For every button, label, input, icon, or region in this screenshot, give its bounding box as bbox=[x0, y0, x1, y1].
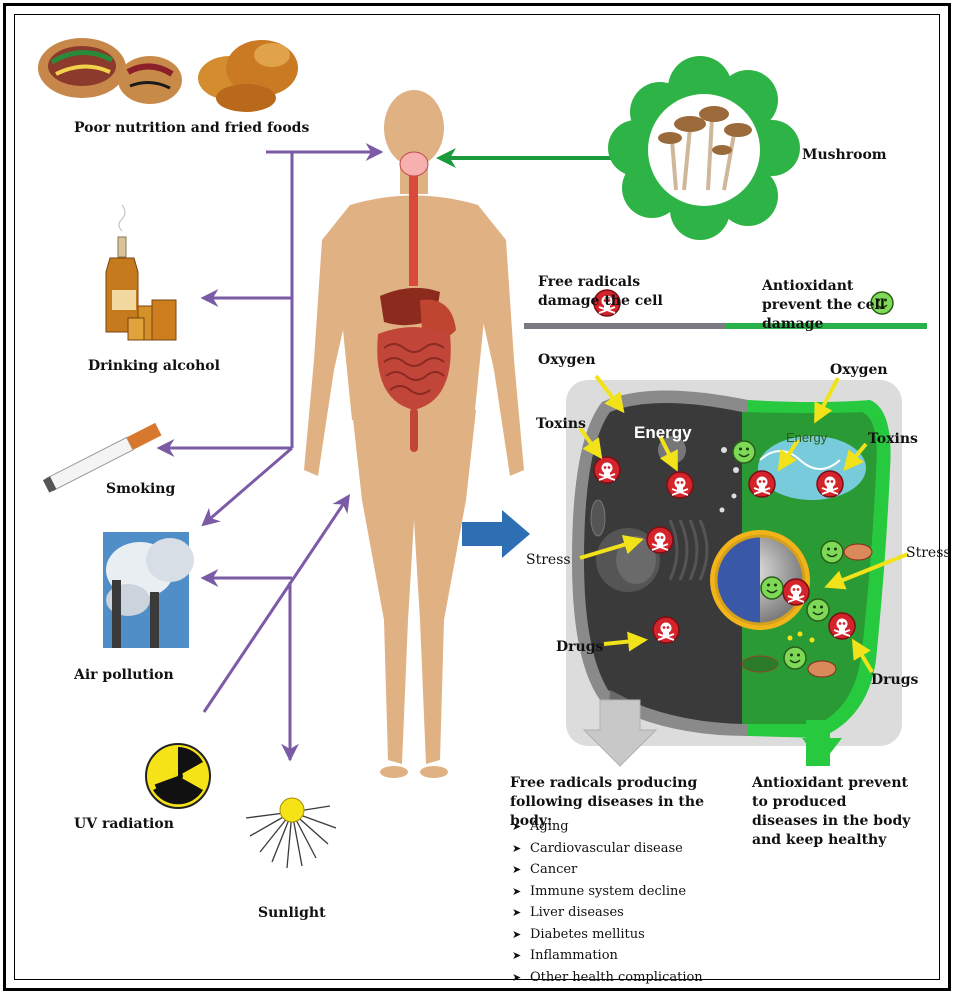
antioxidant-legend-text: Antioxidant prevent the cell damage bbox=[762, 277, 912, 334]
antioxidant-outcome-text: Antioxidant prevent to produced diseases… bbox=[752, 774, 912, 850]
bullet-arrow-icon: ➤ bbox=[512, 924, 530, 946]
air-pollution-label: Air pollution bbox=[74, 667, 174, 683]
toxins-right-label: Toxins bbox=[868, 431, 918, 447]
poor-nutrition-label: Poor nutrition and fried foods bbox=[74, 120, 309, 136]
disease-text: Immune system decline bbox=[530, 884, 686, 899]
alcohol-bottle-image bbox=[106, 205, 176, 340]
disease-text: Inflammation bbox=[530, 948, 618, 963]
disease-list: ➤Aging➤Cardiovascular disease➤Cancer➤Imm… bbox=[512, 816, 703, 988]
disease-item: ➤Cancer bbox=[512, 859, 703, 881]
disease-item: ➤Cardiovascular disease bbox=[512, 838, 703, 860]
bullet-arrow-icon: ➤ bbox=[512, 945, 530, 967]
disease-item: ➤Immune system decline bbox=[512, 881, 703, 903]
energy-right-label: Energy bbox=[786, 430, 827, 445]
sunlight-label: Sunlight bbox=[258, 905, 326, 921]
bullet-arrow-icon: ➤ bbox=[512, 902, 530, 924]
disease-text: Liver diseases bbox=[530, 905, 624, 920]
disease-item: ➤Liver diseases bbox=[512, 902, 703, 924]
mushroom-label: Mushroom bbox=[802, 147, 887, 163]
bullet-arrow-icon: ➤ bbox=[512, 967, 530, 989]
free-radicals-legend-text: Free radicals damage the cell bbox=[538, 273, 688, 311]
legend-bar-gray bbox=[524, 323, 725, 329]
disease-text: Cardiovascular disease bbox=[530, 841, 683, 856]
stress-left-label: Stress bbox=[526, 552, 571, 568]
disease-text: Other health complication bbox=[530, 970, 703, 985]
bullet-arrow-icon: ➤ bbox=[512, 859, 530, 881]
disease-text: Diabetes mellitus bbox=[530, 927, 645, 942]
bullet-arrow-icon: ➤ bbox=[512, 816, 530, 838]
smoking-label: Smoking bbox=[106, 481, 175, 497]
drinking-alcohol-label: Drinking alcohol bbox=[88, 358, 220, 374]
air-pollution-image bbox=[103, 532, 194, 648]
drugs-right-label: Drugs bbox=[871, 672, 918, 688]
fried-food-image bbox=[38, 38, 298, 112]
disease-item: ➤Other health complication bbox=[512, 967, 703, 989]
toxins-left-label: Toxins bbox=[536, 416, 586, 432]
disease-item: ➤Diabetes mellitus bbox=[512, 924, 703, 946]
sun-image bbox=[246, 798, 336, 868]
drugs-left-label: Drugs bbox=[556, 639, 603, 655]
stress-right-label: Stress bbox=[906, 545, 951, 561]
energy-left-label: Energy bbox=[634, 423, 692, 443]
bullet-arrow-icon: ➤ bbox=[512, 838, 530, 860]
disease-item: ➤Aging bbox=[512, 816, 703, 838]
bullet-arrow-icon: ➤ bbox=[512, 881, 530, 903]
oxygen-left-label: Oxygen bbox=[538, 352, 596, 368]
uv-radiation-label: UV radiation bbox=[74, 816, 174, 832]
disease-text: Cancer bbox=[530, 862, 577, 877]
disease-item: ➤Inflammation bbox=[512, 945, 703, 967]
blue-arrow bbox=[462, 510, 530, 558]
oxygen-right-label: Oxygen bbox=[830, 362, 888, 378]
mushroom-cloud-image bbox=[608, 56, 800, 240]
disease-text: Aging bbox=[530, 819, 569, 834]
radiation-symbol-image bbox=[146, 744, 210, 808]
